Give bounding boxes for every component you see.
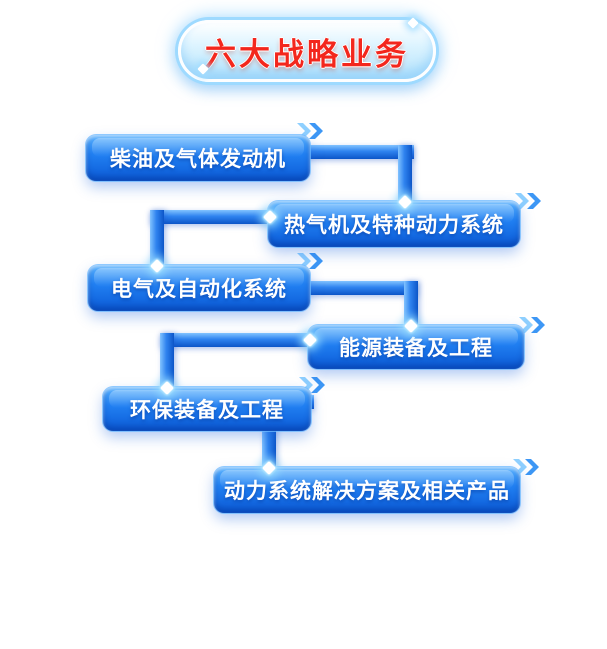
box-label: 电气及自动化系统 — [111, 278, 287, 301]
connector-segment — [160, 333, 174, 389]
box-label: 柴油及气体发动机 — [110, 148, 286, 171]
connector-segment — [160, 333, 312, 347]
speed-chevron-icon — [514, 193, 546, 209]
box-label: 动力系统解决方案及相关产品 — [224, 480, 510, 503]
connector-segment — [150, 210, 274, 224]
connector-segment — [150, 210, 164, 268]
box-label: 热气机及特种动力系统 — [284, 214, 504, 237]
box-environmental-equipment: 环保装备及工程 — [103, 387, 311, 431]
box-hot-gas-special-power: 热气机及特种动力系统 — [268, 201, 520, 247]
sparkle-icon — [407, 17, 419, 29]
connector-segment — [298, 145, 414, 159]
diagram-title: 六大战略业务 — [205, 36, 409, 72]
box-label: 能源装备及工程 — [339, 337, 493, 360]
box-electrical-automation: 电气及自动化系统 — [88, 265, 310, 311]
box-energy-equipment: 能源装备及工程 — [308, 325, 524, 369]
diagram-title-pill: 六大战略业务 — [178, 17, 436, 82]
box-diesel-gas-engines: 柴油及气体发动机 — [86, 135, 310, 181]
box-label: 环保装备及工程 — [130, 399, 284, 422]
speed-chevron-icon — [512, 459, 544, 475]
box-power-solutions: 动力系统解决方案及相关产品 — [214, 467, 520, 513]
connector-segment — [404, 281, 418, 327]
connector-segment — [300, 281, 418, 295]
connector-segment — [398, 145, 412, 205]
speed-chevron-icon — [518, 317, 550, 333]
